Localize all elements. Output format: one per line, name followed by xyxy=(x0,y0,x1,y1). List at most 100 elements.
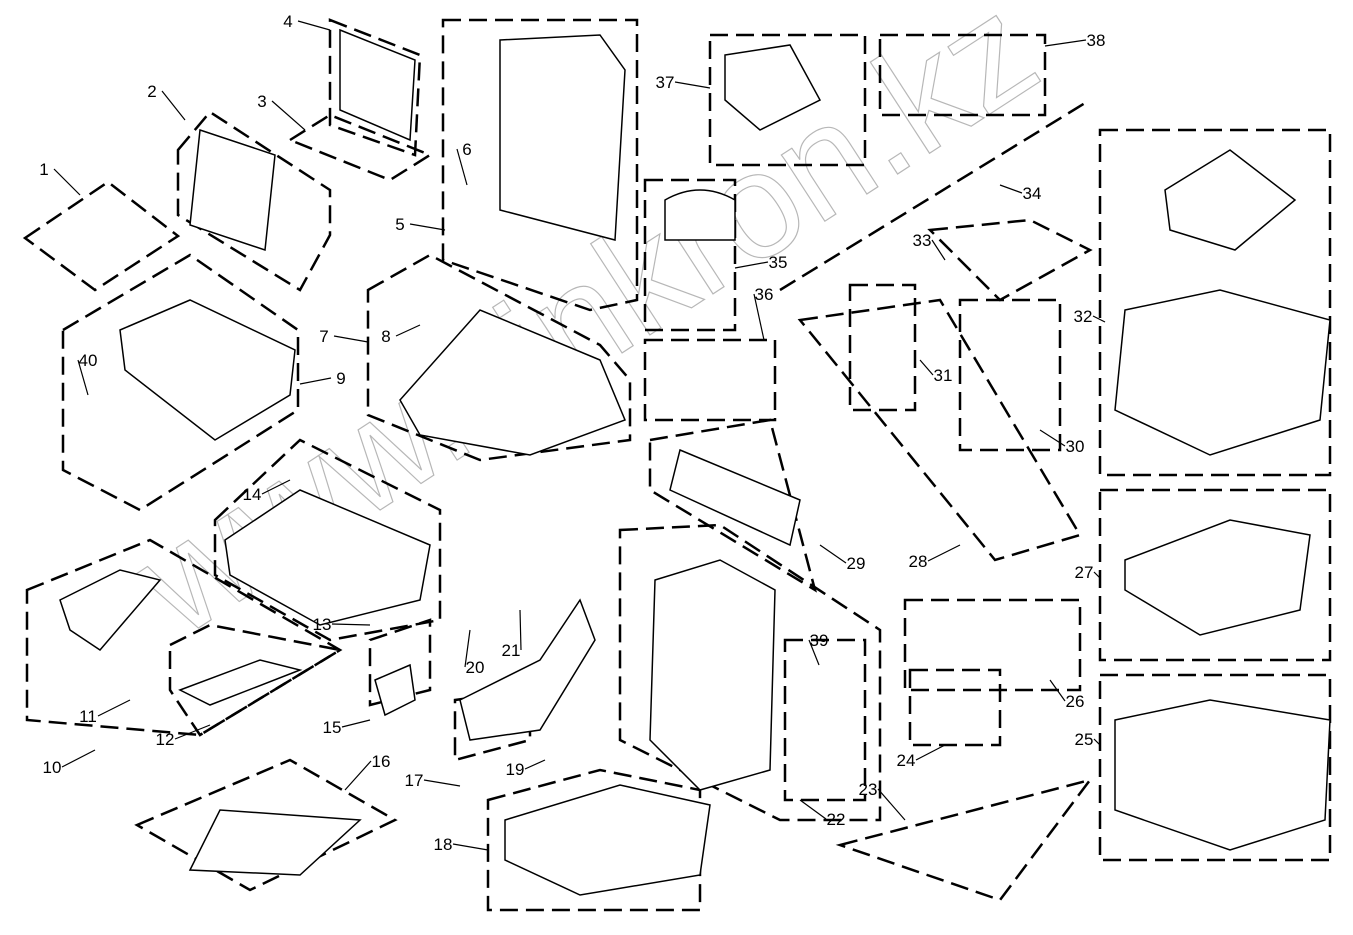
group-box xyxy=(927,218,1093,302)
leader-line xyxy=(77,359,89,396)
group-box xyxy=(958,298,1062,452)
leader-line xyxy=(61,749,96,768)
group-box xyxy=(779,98,1091,292)
leader-line xyxy=(1093,571,1101,579)
callout-20: 20 xyxy=(464,629,485,677)
backrest-cushion xyxy=(649,559,776,791)
callout-number: 39 xyxy=(810,631,829,650)
leader-line xyxy=(799,799,827,820)
callout-number: 21 xyxy=(502,641,521,660)
callout-number: 18 xyxy=(434,835,453,854)
callout-number: 28 xyxy=(909,552,928,571)
callout-number: 31 xyxy=(934,366,953,385)
callout-21: 21 xyxy=(502,609,522,660)
callout-9: 9 xyxy=(299,369,346,388)
callout-number: 23 xyxy=(859,780,878,799)
callout-number: 22 xyxy=(827,810,846,829)
leader-line xyxy=(174,724,211,740)
callout-number: 19 xyxy=(506,760,525,779)
leader-line xyxy=(808,639,820,666)
leader-line xyxy=(161,90,186,121)
callout-number: 6 xyxy=(462,140,471,159)
callout-39: 39 xyxy=(808,631,829,666)
callout-number: 1 xyxy=(39,160,48,179)
suspension-bellows xyxy=(1114,699,1331,851)
back-cover-plate xyxy=(339,28,416,142)
group-box xyxy=(835,777,1094,902)
callout-1: 1 xyxy=(39,160,81,196)
compressor xyxy=(724,44,822,131)
group-box xyxy=(134,758,398,892)
callout-number: 30 xyxy=(1066,437,1085,456)
leader-line xyxy=(519,609,522,651)
callout-number: 20 xyxy=(466,658,485,677)
seat-base-frame xyxy=(399,309,626,456)
callout-14: 14 xyxy=(243,479,291,504)
leader-line xyxy=(1044,39,1087,47)
leader-line xyxy=(271,100,306,131)
group-box xyxy=(25,538,343,737)
callout-36: 36 xyxy=(753,285,773,341)
leader-line xyxy=(297,20,331,31)
leader-line xyxy=(464,629,471,668)
callout-number: 14 xyxy=(243,485,262,504)
callout-38: 38 xyxy=(1044,31,1105,50)
callout-number: 33 xyxy=(913,231,932,250)
leader-line xyxy=(999,184,1023,194)
leader-line xyxy=(1093,738,1101,746)
leader-line xyxy=(97,699,131,717)
group-box xyxy=(1098,673,1332,862)
group-box xyxy=(168,623,344,737)
leader-line xyxy=(915,744,946,761)
callout-number: 7 xyxy=(319,327,328,346)
leader-line xyxy=(734,261,769,269)
callout-15: 15 xyxy=(323,718,371,737)
group-box xyxy=(1098,488,1332,662)
group-box xyxy=(368,618,432,707)
callout-number: 9 xyxy=(336,369,345,388)
callout-number: 29 xyxy=(847,554,866,573)
callout-13: 13 xyxy=(313,615,371,634)
callout-19: 19 xyxy=(506,759,546,779)
group-box xyxy=(908,668,1002,747)
callout-24: 24 xyxy=(897,744,946,770)
callout-16: 16 xyxy=(344,752,390,791)
group-box xyxy=(176,110,332,292)
side-trim xyxy=(669,448,801,547)
callout-37: 37 xyxy=(656,73,711,92)
callout-number: 10 xyxy=(43,758,62,777)
group-box xyxy=(366,253,632,462)
callout-number: 17 xyxy=(405,771,424,790)
callout-number: 15 xyxy=(323,718,342,737)
leader-line xyxy=(931,239,946,261)
suspension-base xyxy=(1124,519,1311,636)
group-box xyxy=(453,688,532,762)
callout-29: 29 xyxy=(819,544,866,573)
group-box xyxy=(328,18,422,157)
group-box xyxy=(441,18,639,312)
seat-back-frame xyxy=(499,34,626,241)
callout-number: 26 xyxy=(1066,692,1085,711)
group-box xyxy=(848,283,917,412)
armrest xyxy=(459,598,596,741)
group-box xyxy=(643,178,737,332)
leader-line xyxy=(333,335,369,343)
parts xyxy=(59,28,1331,896)
callout-11: 11 xyxy=(79,699,131,726)
suspension-linkage xyxy=(1164,149,1297,251)
callout-number: 5 xyxy=(395,215,404,234)
leader-line xyxy=(1092,315,1106,323)
slide-base xyxy=(224,489,431,626)
callout-30: 30 xyxy=(1039,429,1085,456)
lumbar-panel xyxy=(189,128,276,252)
leader-line xyxy=(423,779,461,787)
headrest xyxy=(664,189,736,241)
callout-number: 32 xyxy=(1074,307,1093,326)
group-box xyxy=(878,33,1047,117)
leader-line xyxy=(1039,429,1066,447)
callout-number: 8 xyxy=(381,327,390,346)
group-box xyxy=(61,253,300,512)
callout-40: 40 xyxy=(77,351,97,396)
